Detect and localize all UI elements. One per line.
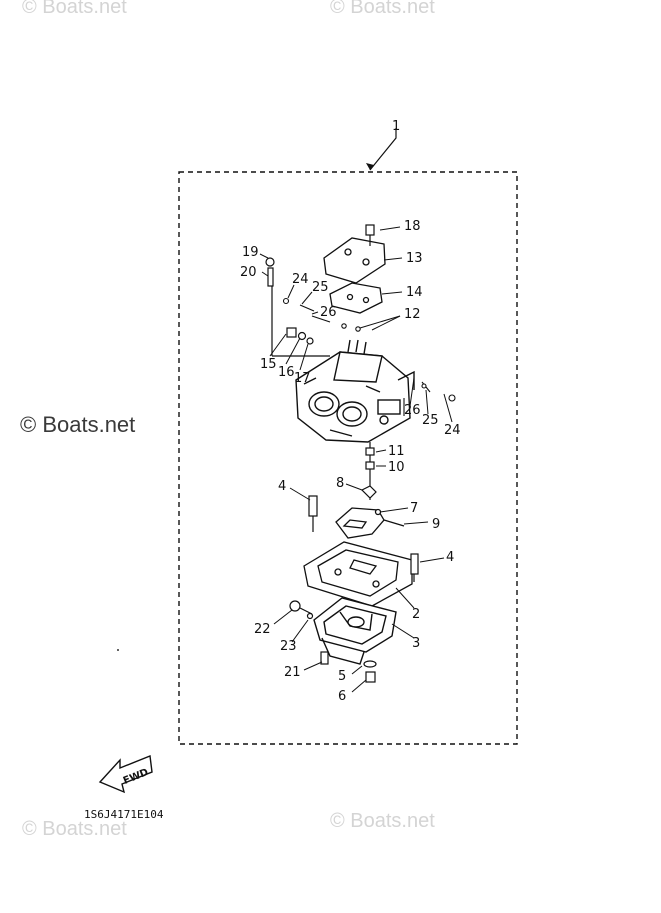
watermark-top-left: © Boats.net bbox=[22, 0, 127, 18]
carburetor-body-part bbox=[295, 339, 415, 443]
part-code-label: 1S6J4171E104 bbox=[84, 808, 164, 821]
callout-2: 2 bbox=[412, 607, 420, 622]
callout-13: 13 bbox=[406, 251, 423, 266]
callout-26-left: 26 bbox=[320, 305, 337, 320]
watermark-top-center: © Boats.net bbox=[330, 0, 435, 18]
watermark-side: © Boats.net bbox=[20, 412, 136, 437]
float-pin-left-part bbox=[308, 495, 318, 532]
callout-9: 9 bbox=[432, 517, 440, 532]
float-bowl-part bbox=[313, 597, 397, 665]
callout-17: 17 bbox=[294, 371, 311, 386]
watermark-bottom-left: © Boats.net bbox=[22, 818, 127, 840]
callout-12: 12 bbox=[404, 307, 421, 322]
watermark-bottom-center: © Boats.net bbox=[330, 810, 435, 832]
callout-23: 23 bbox=[280, 639, 297, 654]
bowl-screws-part bbox=[289, 600, 329, 665]
callout-22: 22 bbox=[254, 622, 271, 637]
gasket-14-part bbox=[329, 282, 383, 314]
callout-4-left: 4 bbox=[278, 479, 286, 494]
jet-parts-part bbox=[360, 442, 377, 500]
spring-pin-right-part bbox=[403, 381, 456, 416]
callout-14: 14 bbox=[406, 285, 423, 300]
callout-21: 21 bbox=[284, 665, 301, 680]
drain-screw-part bbox=[363, 660, 377, 683]
callout-16: 16 bbox=[278, 365, 295, 380]
callout-numbers: 1 18 13 14 12 19 20 24 25 26 15 16 17 26… bbox=[240, 119, 461, 704]
screw-18-part bbox=[365, 224, 375, 246]
leader-1 bbox=[369, 128, 397, 171]
callout-15: 15 bbox=[260, 357, 277, 372]
callout-5: 5 bbox=[338, 669, 346, 684]
fwd-arrow-icon: FWD bbox=[98, 755, 153, 794]
callout-6: 6 bbox=[338, 689, 346, 704]
assembly-frame bbox=[178, 171, 518, 745]
callout-24-left: 24 bbox=[292, 272, 309, 287]
gasket-plate-part bbox=[303, 541, 413, 607]
spring-pin-left-part bbox=[282, 297, 361, 332]
callout-25-right: 25 bbox=[422, 413, 439, 428]
callout-25-left: 25 bbox=[312, 280, 329, 295]
callout-11: 11 bbox=[388, 444, 405, 459]
callout-4-right: 4 bbox=[446, 550, 454, 565]
callout-7: 7 bbox=[410, 501, 418, 516]
callout-18: 18 bbox=[404, 219, 421, 234]
leader-lines bbox=[259, 226, 453, 693]
float-pin-right-part bbox=[410, 553, 419, 582]
callout-8: 8 bbox=[336, 476, 344, 491]
top-cover-part bbox=[323, 237, 386, 284]
callout-1: 1 bbox=[392, 119, 400, 134]
washer-15-16-17-part bbox=[286, 327, 314, 345]
float-part bbox=[335, 507, 405, 539]
callout-3: 3 bbox=[412, 636, 420, 651]
callout-10: 10 bbox=[388, 460, 405, 475]
callout-26-right: 26 bbox=[404, 403, 421, 418]
screw-19-20-part bbox=[265, 257, 330, 357]
callout-19: 19 bbox=[242, 245, 259, 260]
callout-24-right: 24 bbox=[444, 423, 461, 438]
callout-20: 20 bbox=[240, 265, 257, 280]
